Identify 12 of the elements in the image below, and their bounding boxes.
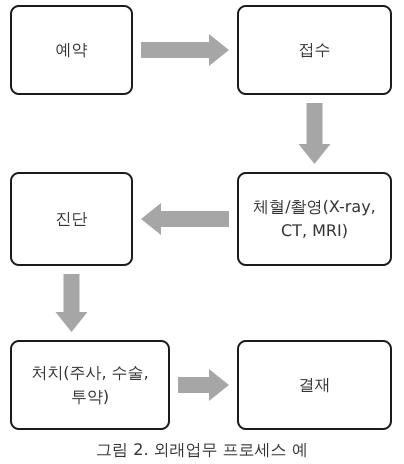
block-arrow: [178, 369, 229, 401]
block-arrow: [56, 274, 88, 332]
caption: 그림 2. 외래업무 프로세스 예: [95, 440, 309, 461]
process-box: 접수: [237, 5, 392, 95]
process-box: 체혈/촬영(X-ray, CT, MRI): [237, 172, 392, 266]
block-arrow: [141, 34, 229, 66]
process-box: 처치(주사, 수술, 투약): [10, 340, 170, 430]
block-arrow: [141, 203, 229, 235]
process-box: 예약: [10, 5, 133, 95]
block-arrow: [298, 103, 330, 164]
process-box: 진단: [10, 172, 133, 266]
process-box: 결재: [237, 340, 392, 430]
